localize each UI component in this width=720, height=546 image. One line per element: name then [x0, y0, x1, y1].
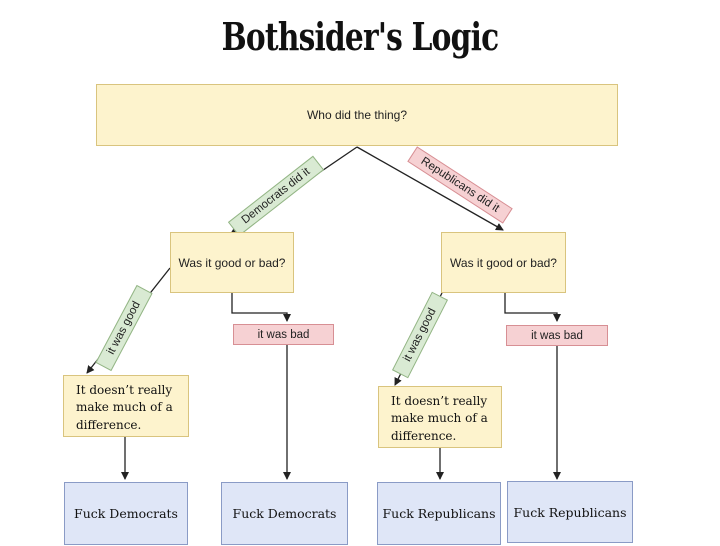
result-box-left-bad: Fuck Democrats: [221, 482, 348, 545]
result-box-right-good: Fuck Republicans: [377, 482, 501, 545]
root-question-box: Who did the thing?: [96, 84, 618, 146]
right-bad-label: it was bad: [506, 325, 608, 346]
left-good-note-box: It doesn’t really make much of a differe…: [63, 375, 189, 437]
right-question-box: Was it good or bad?: [441, 232, 566, 293]
page-title: Bothsider's Logic: [221, 14, 499, 59]
result-box-left-good: Fuck Democrats: [64, 482, 188, 545]
left-bad-label: it was bad: [233, 324, 334, 345]
right-good-note-box: It doesn’t really make much of a differe…: [378, 386, 502, 448]
connector-root-right: [356, 146, 504, 231]
connector-right-bad: [504, 293, 561, 322]
left-question-box: Was it good or bad?: [170, 232, 294, 293]
result-box-right-bad: Fuck Republicans: [507, 481, 633, 543]
connector-left-bad: [231, 293, 291, 322]
